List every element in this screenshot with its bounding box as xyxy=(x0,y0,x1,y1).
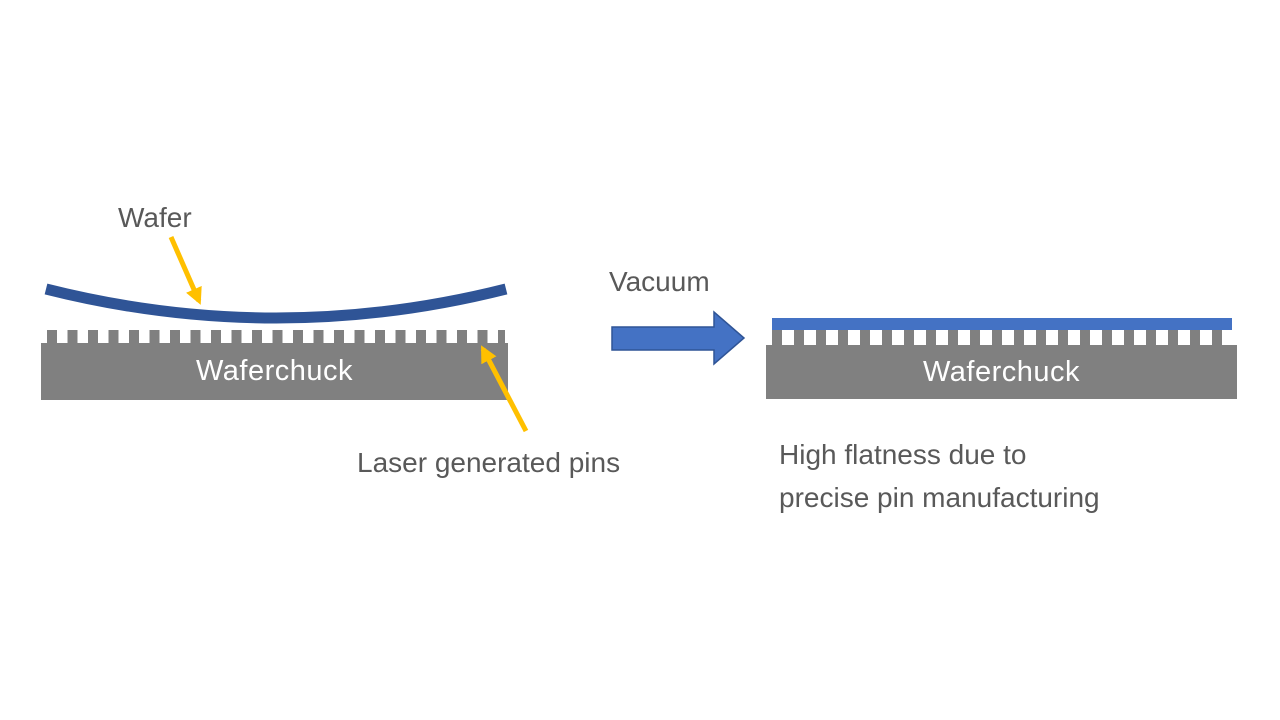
right-waferchuck-block: Waferchuck xyxy=(766,345,1237,399)
flatness-caption: High flatness due to precise pin manufac… xyxy=(779,433,1100,519)
left-waferchuck-label: Waferchuck xyxy=(195,355,354,387)
flatness-caption-line1: High flatness due to xyxy=(779,439,1027,470)
right-waferchuck-label: Waferchuck xyxy=(922,355,1081,388)
vacuum-label: Vacuum xyxy=(609,266,710,297)
laser-generated-pins-label: Laser generated pins xyxy=(357,447,621,478)
left-waferchuck-block: Waferchuck xyxy=(41,343,508,400)
right-chuck-pins xyxy=(772,330,1232,345)
flatness-caption-line2: precise pin manufacturing xyxy=(779,482,1100,513)
flat-wafer xyxy=(772,318,1232,330)
wafer-pointer-arrow-icon xyxy=(168,235,202,305)
wafer-label: Wafer xyxy=(118,202,192,233)
pins-pointer-arrow-icon xyxy=(480,345,529,433)
bowed-wafer xyxy=(44,283,508,324)
left-chuck-pins xyxy=(47,330,505,343)
vacuum-arrow-icon xyxy=(611,310,746,366)
